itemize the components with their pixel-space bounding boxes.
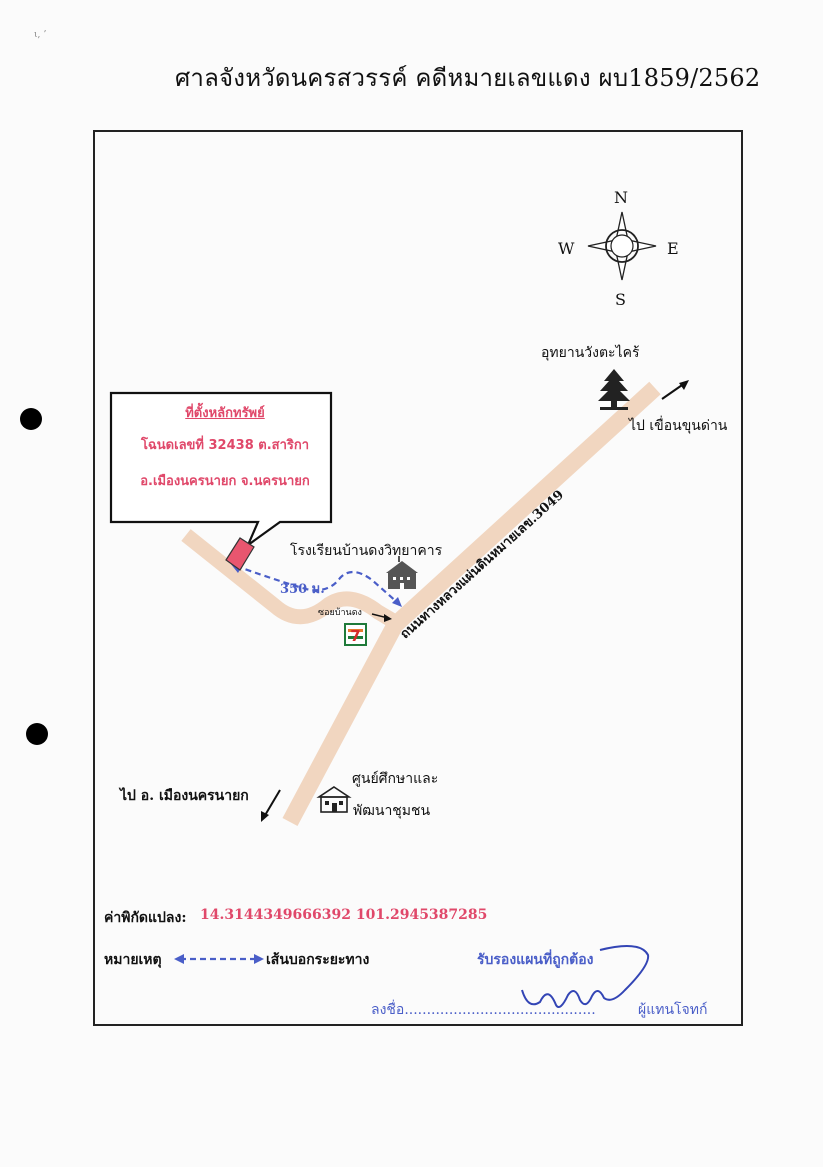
community-center-label-2: พัฒนาชุมชน [353,803,431,819]
compass-east: E [667,239,679,258]
distance-arrow-end [392,597,402,607]
signature [521,945,650,1008]
tree-icon [598,369,630,410]
legend-label: หมายเหตุ [104,952,162,968]
callout-line2: อ.เมืองนครนายก จ.นครนายก [140,474,310,489]
legend-line [174,954,264,964]
coordinates-value: 14.3144349666392 101.2945387285 [200,907,488,923]
school-label: โรงเรียนบ้านดงวิทยาคาร [290,543,443,559]
main-road [282,381,661,826]
property-marker-icon [225,537,255,571]
compass-north: N [614,188,628,207]
map-frame [93,130,743,1026]
svg-text:7: 7 [350,627,360,645]
soi-road [181,529,399,629]
callout-title: ที่ตั้งหลักทรัพย์ [185,406,265,421]
seven-eleven-icon: 7 [344,623,367,646]
school-icon [386,556,418,589]
community-center-label-1: ศูนย์ศึกษาและ [352,771,439,787]
compass-rose-icon [587,211,657,281]
community-center-icon [316,786,352,813]
park-label: อุทยานวังตะไคร้ [541,345,640,361]
town-arrow [263,789,281,818]
compass-west: W [558,239,575,258]
dam-direction-label: ไป เขื่อนขุนด่าน [629,418,728,434]
distance-label: 350 ม. [280,582,325,597]
punch-hole-top [20,408,42,430]
callout-line1: โฉนดเลขที่ 32438 ต.สาริกา [140,438,310,453]
sign-line: ลงชื่อ..................................… [371,1002,596,1018]
callout-box [109,391,333,549]
corner-mark: ι, ʼ [34,30,47,40]
coordinates-label: ค่าพิกัดแปลง: [104,910,187,926]
representative-label: ผู้แทนโจทก์ [638,1002,708,1018]
punch-hole-bottom [26,723,48,745]
town-direction-label: ไป อ. เมืองนครนายก [120,788,249,804]
legend-text: เส้นบอกระยะทาง [266,952,370,968]
page-title: ศาลจังหวัดนครสวรรค์ คดีหมายเลขแดง ผบ1859… [175,64,761,92]
compass-south: S [615,290,626,309]
soi-label: ซอยบ้านดง [318,608,362,618]
certified-label: รับรองแผนที่ถูกต้อง [477,952,594,968]
distance-line [235,564,399,604]
